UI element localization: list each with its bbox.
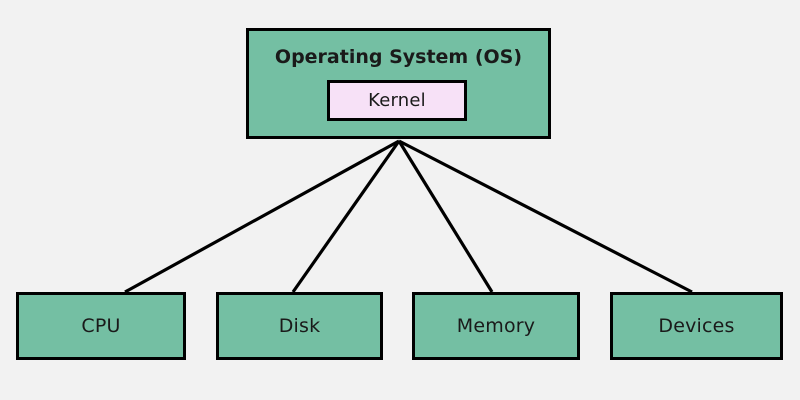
operating-system-label: Operating System (OS) [274, 46, 523, 68]
kernel-label: Kernel [368, 89, 426, 111]
connector-os-to-memory [397, 140, 494, 293]
memory-label: Memory [456, 314, 536, 337]
connector-os-to-devices [398, 139, 693, 294]
node-kernel[interactable]: Kernel [327, 80, 467, 121]
disk-label: Disk [278, 314, 321, 337]
node-memory[interactable]: Memory [412, 292, 580, 360]
connector-os-to-disk [291, 140, 401, 293]
node-cpu[interactable]: CPU [16, 292, 186, 360]
cpu-label: CPU [81, 314, 121, 337]
node-operating-system[interactable]: Operating System (OS) Kernel [246, 28, 551, 139]
devices-label: Devices [658, 314, 735, 337]
node-disk[interactable]: Disk [216, 292, 383, 360]
connector-os-to-cpu [124, 139, 400, 294]
node-devices[interactable]: Devices [610, 292, 783, 360]
